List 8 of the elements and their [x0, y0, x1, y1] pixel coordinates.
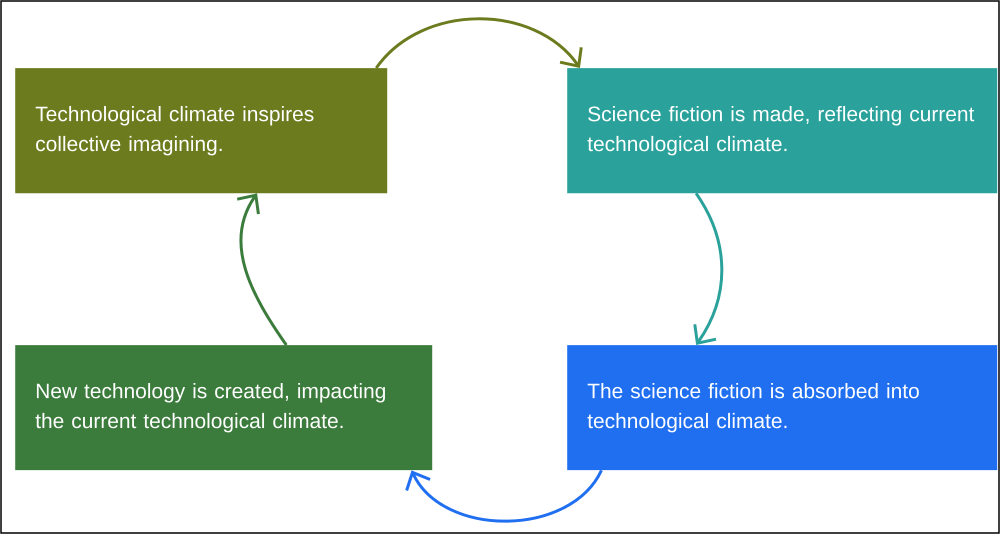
arrow: [405, 470, 603, 523]
process-box: Science fiction is made, reflecting current technological climate.: [567, 68, 998, 194]
process-box: The science fiction is absorbed into technological climate.: [567, 345, 998, 470]
process-box: New technology is created, impacting the current technological climate.: [15, 345, 432, 470]
arrow: [693, 192, 724, 345]
process-box: Technological climate inspires collective imagining.: [15, 68, 388, 194]
arrow: [375, 17, 583, 69]
arrow: [236, 193, 288, 346]
